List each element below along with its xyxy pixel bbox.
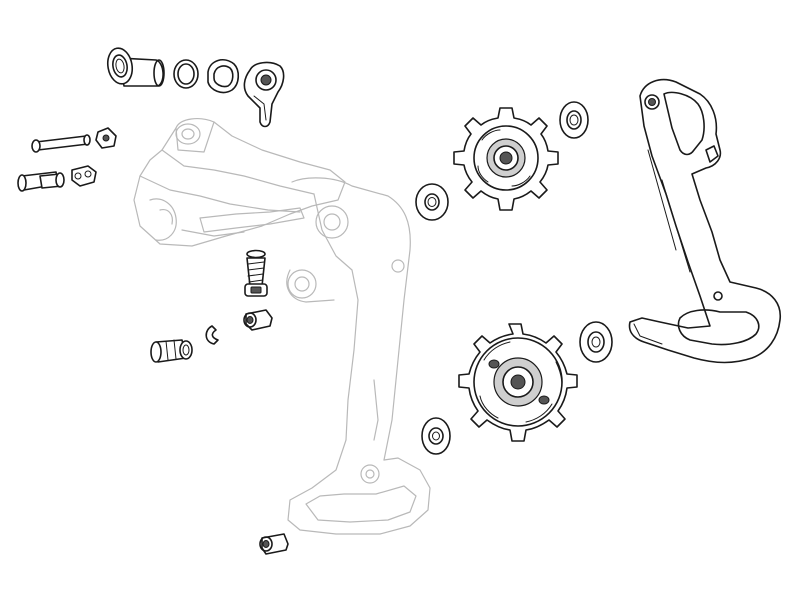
lower-pulley-washer-right xyxy=(579,321,613,363)
pivot-pin-upper xyxy=(31,134,91,153)
lower-pulley-wheel xyxy=(458,323,578,442)
bushing-part xyxy=(106,47,165,87)
derailleur-body-ghost xyxy=(133,118,431,535)
lower-pulley-washer-left xyxy=(421,417,451,455)
upper-pulley-washer-right xyxy=(559,101,589,139)
upper-pulley-washer-left xyxy=(415,183,449,221)
c-clip-part xyxy=(205,325,219,345)
small-nut-lower xyxy=(71,165,97,187)
o-ring-part xyxy=(173,59,199,89)
upper-pulley-wheel xyxy=(453,107,559,211)
cable-adjuster-part xyxy=(150,339,193,363)
bushing-small xyxy=(243,309,273,331)
small-nut-upper xyxy=(95,127,117,149)
pivot-pin-lower xyxy=(17,171,65,192)
b-knuckle-bracket-part xyxy=(243,61,285,128)
inner-cage-plate xyxy=(628,78,781,364)
wave-washer-part xyxy=(207,59,240,94)
bottom-bolt-part xyxy=(259,533,289,555)
limit-screw-part xyxy=(244,249,268,297)
